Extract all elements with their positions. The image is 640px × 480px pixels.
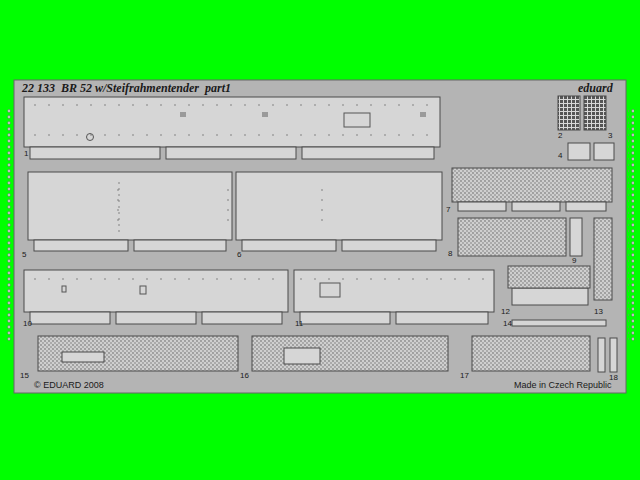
callout-number: 8: [448, 250, 452, 258]
callout-number: 12: [501, 308, 510, 316]
origin-note: Made in Czech Republic: [514, 381, 612, 390]
callout-number: 14: [503, 320, 512, 328]
callout-number: 6: [237, 251, 241, 259]
brand-logo: eduard: [578, 82, 613, 94]
callout-number: 10: [23, 320, 32, 328]
callout-number: 7: [446, 206, 450, 214]
callout-number: 5: [22, 251, 26, 259]
callout-number: 2: [558, 132, 562, 140]
callout-number: 9: [572, 257, 576, 265]
callout-number: 16: [240, 372, 249, 380]
callout-number: 3: [608, 132, 612, 140]
copyright-note: © EDUARD 2008: [34, 381, 104, 390]
callout-number: 4: [558, 152, 562, 160]
callout-number: 13: [594, 308, 603, 316]
callout-number: 1: [24, 150, 28, 158]
callout-number: 17: [460, 372, 469, 380]
callout-number: 15: [20, 372, 29, 380]
callout-number: 11: [295, 320, 303, 328]
fret-title: 22 133 BR 52 w/Steifrahmentender part1: [22, 82, 231, 94]
